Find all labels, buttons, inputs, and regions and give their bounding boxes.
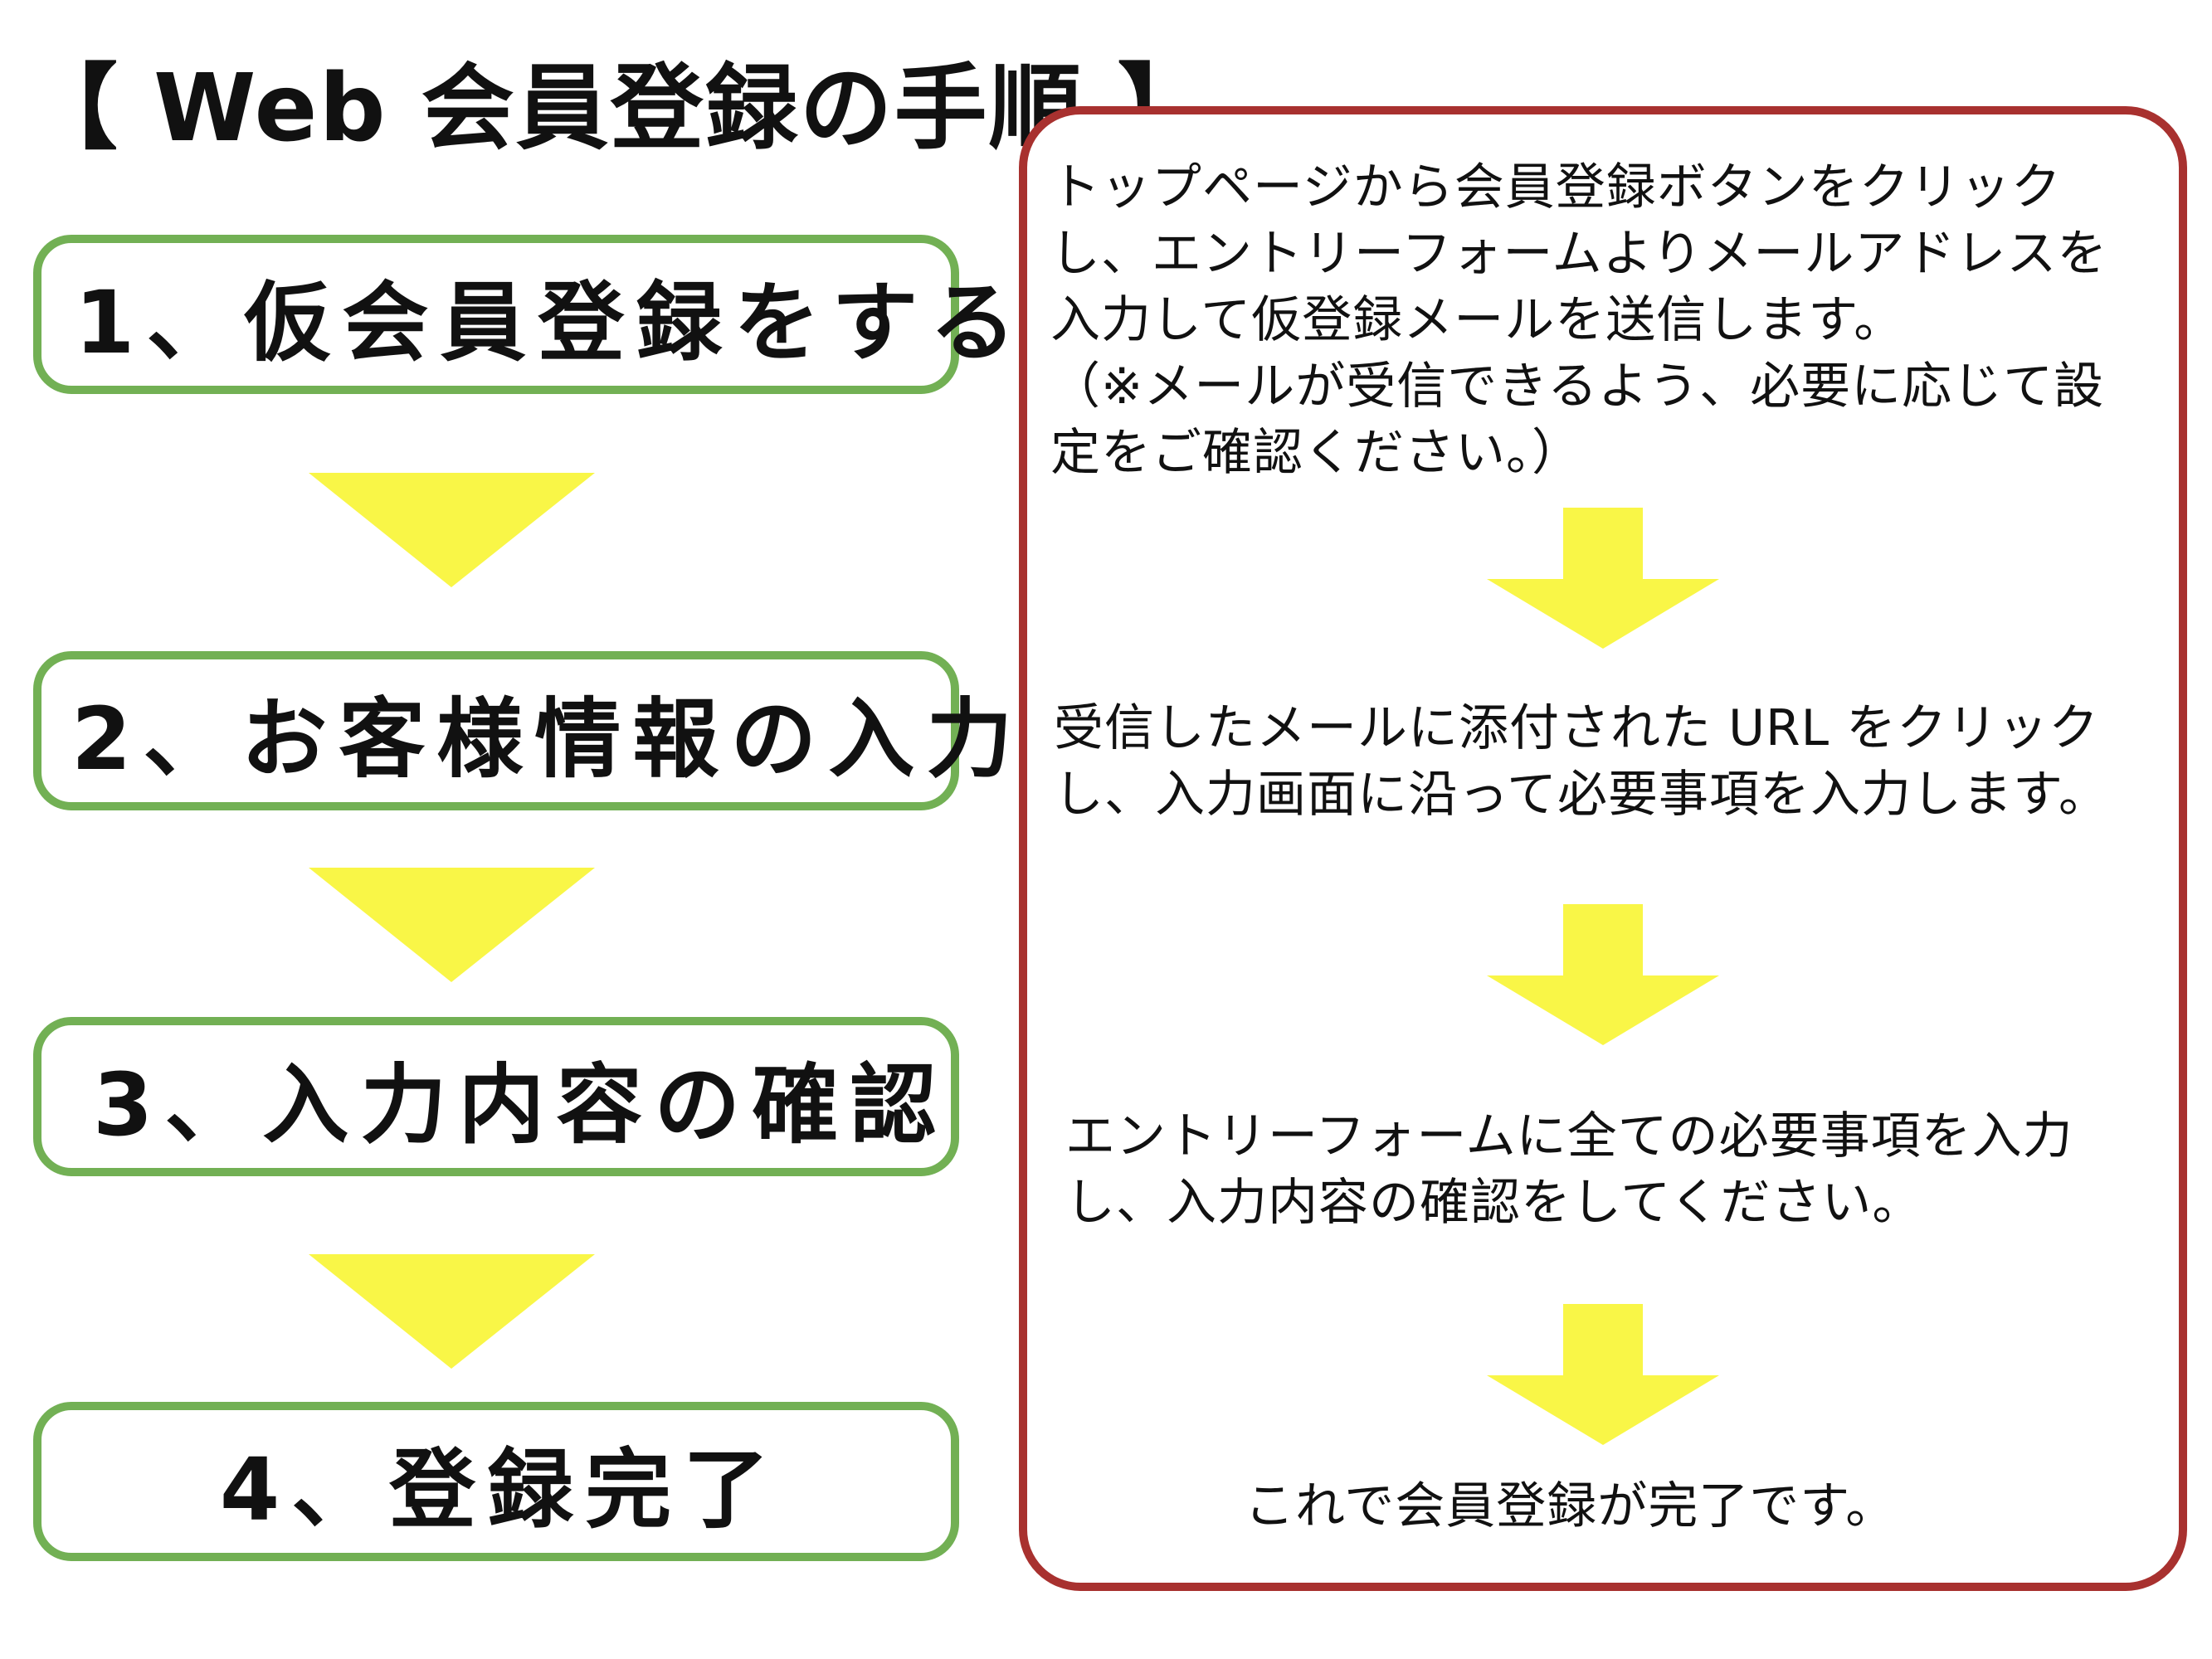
triangle-down-icon bbox=[309, 473, 595, 587]
step-4-box: 4、登録完了 bbox=[33, 1402, 959, 1561]
step-4-label: 4、登録完了 bbox=[219, 1438, 782, 1540]
description-2: 受信したメールに添付された URL をクリック し、入力画面に沿って必要事項を入… bbox=[1054, 695, 2109, 828]
step-1-box: 1、仮会員登録をする bbox=[33, 235, 1016, 394]
page-title: 【 Web 会員登録の手順 】 bbox=[25, 55, 1212, 163]
step-3-box: 3、入力内容の確認 bbox=[33, 1017, 959, 1176]
step-2-box: 2、お客様情報の入力 bbox=[33, 651, 1012, 810]
description-1: トップページから会員登録ボタンをクリック し、エントリーフォームよりメールアドレ… bbox=[1050, 154, 2107, 486]
arrow-down-icon bbox=[1487, 904, 1719, 1045]
description-3: エントリーフォームに全ての必要事項を入力 し、入力内容の確認をしてください。 bbox=[1065, 1103, 2073, 1236]
description-line: 入力して仮登録メールを送信します。 bbox=[1050, 291, 1905, 349]
triangle-down-icon bbox=[309, 1254, 595, 1369]
description-line: これで会員登録が完了です。 bbox=[1245, 1477, 1897, 1535]
description-line: し、エントリーフォームよりメールアドレスを bbox=[1050, 225, 2108, 283]
description-line: （※メールが受信できるよう、必要に応じて設 bbox=[1050, 358, 2105, 416]
description-line: し、入力画面に沿って必要事項を入力します。 bbox=[1054, 766, 2109, 824]
description-line: 定をご確認ください。） bbox=[1050, 424, 1582, 482]
arrow-down-icon bbox=[1487, 1304, 1719, 1445]
description-4: これで会員登録が完了です。 bbox=[1245, 1473, 1896, 1540]
description-line: エントリーフォームに全ての必要事項を入力 bbox=[1065, 1107, 2073, 1165]
step-1-label: 1、仮会員登録をする bbox=[75, 271, 1028, 373]
step-2-label: 2、お客様情報の入力 bbox=[71, 688, 1025, 790]
arrow-down-icon bbox=[1487, 508, 1719, 649]
step-3-label: 3、入力内容の確認 bbox=[93, 1053, 948, 1155]
description-line: 受信したメールに添付された URL をクリック bbox=[1054, 699, 2100, 757]
description-line: トップページから会員登録ボタンをクリック bbox=[1050, 158, 2062, 216]
triangle-down-icon bbox=[309, 868, 595, 982]
description-line: し、入力内容の確認をしてください。 bbox=[1065, 1174, 1923, 1232]
